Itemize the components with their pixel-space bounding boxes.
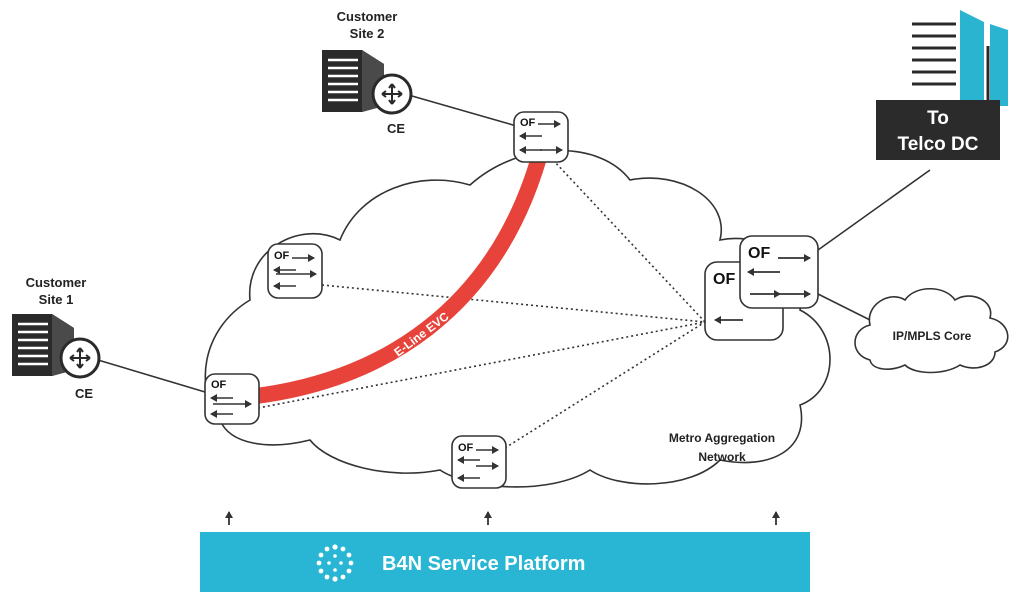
switch-label: OF [274,250,290,262]
metro-label-line2: Network [698,450,746,464]
ce-1-label: CE [75,386,93,401]
link-right-core [817,293,871,321]
switch-label: OF [458,442,474,454]
b4n-logo-icon [316,544,354,582]
of-switch-bottom[interactable]: OF [451,435,507,489]
of-switch-top[interactable]: OF [513,111,569,163]
switch-label: OF [713,271,735,288]
telco-dc-line2: Telco DC [898,134,979,155]
switch-label: OF [211,379,227,391]
building-icon [908,10,1008,106]
ce-2-label: CE [387,121,405,136]
router-icon [59,337,101,379]
telco-dc-line1: To [927,108,949,129]
b4n-service-platform-bar [200,532,810,592]
router-icon [371,73,413,115]
ip-mpls-label: IP/MPLS Core [893,329,972,343]
customer-site-2-line2: Site 2 [350,26,385,41]
dotted-links [257,159,706,449]
customer-site-1-line1: Customer [26,275,87,290]
of-switch-left-upper[interactable]: OF [267,243,323,299]
link-right-dc [817,169,931,251]
telco-dc-box [876,100,1000,160]
metro-label-line1: Metro Aggregation [669,431,775,445]
eline-evc-path [230,135,551,406]
of-switch-left-lower[interactable]: OF [204,373,260,425]
link-site2-top [411,95,521,128]
customer-site-2-line1: Customer [337,9,398,24]
customer-site-1-line2: Site 1 [39,292,74,307]
switch-label: OF [520,117,536,129]
ip-mpls-cloud [854,288,1009,374]
of-switch-right-front[interactable]: OF [739,235,819,309]
switch-label: OF [748,245,770,262]
platform-label: B4N Service Platform [382,553,585,575]
link-site1-left [97,359,206,393]
